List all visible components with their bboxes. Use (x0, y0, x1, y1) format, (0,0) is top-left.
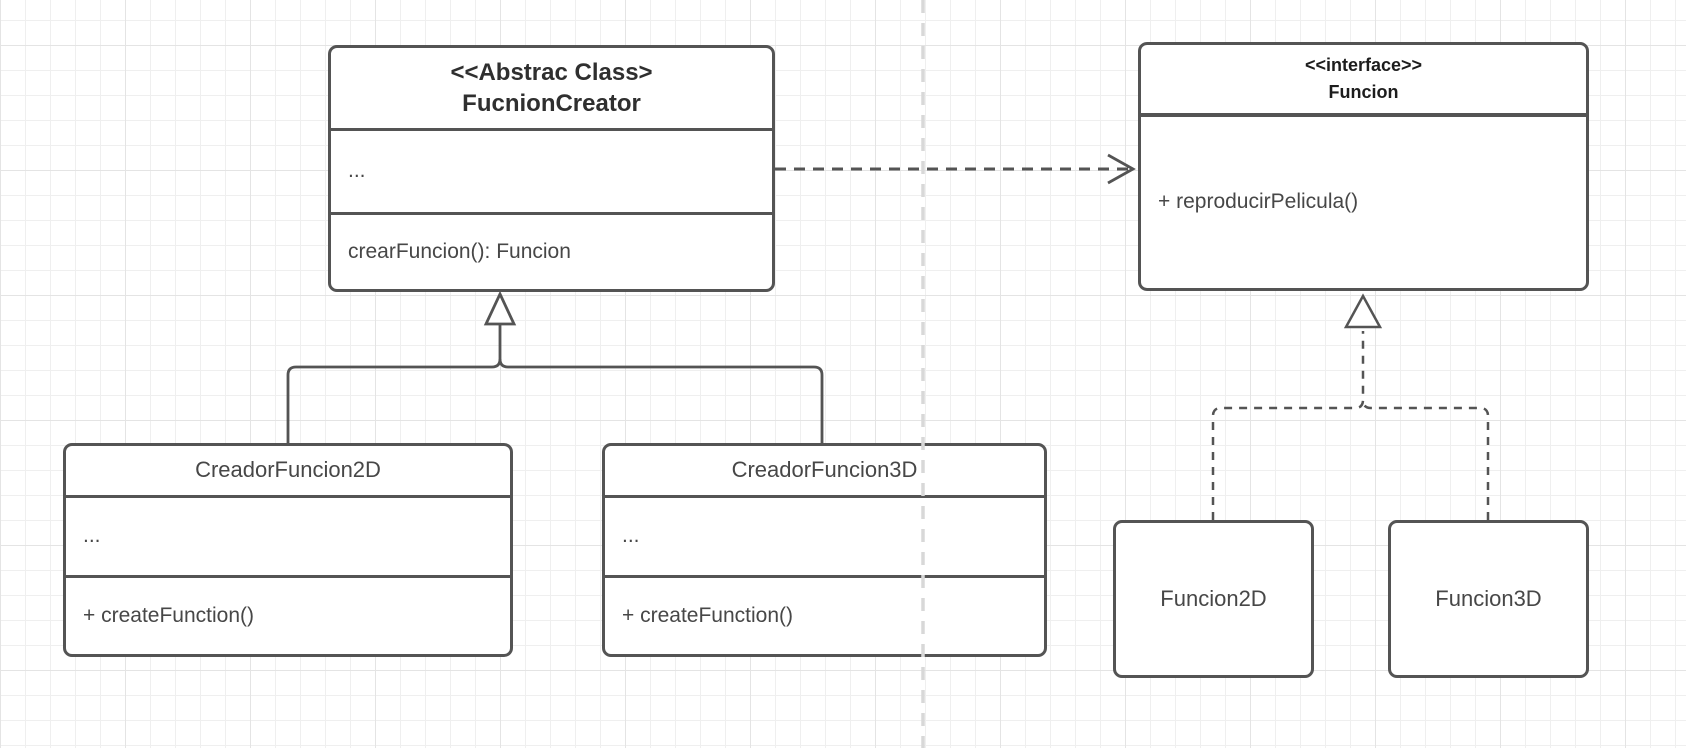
methods-text: crearFuncion(): Funcion (348, 239, 571, 263)
class-name: Funcion3D (1435, 586, 1542, 611)
hollow-triangle-arrowhead-icon (483, 290, 517, 326)
interface-methods-section: + reproducirPelicula() (1141, 112, 1586, 289)
hollow-triangle-arrowhead-icon (1343, 293, 1383, 329)
generalization-line (498, 358, 824, 443)
interface-node-funcion[interactable]: <<interface>> Funcion + reproducirPelicu… (1138, 42, 1589, 291)
class-title-section: CreadorFuncion2D (66, 446, 510, 495)
generalization-edge-creador2d-to-creator[interactable] (286, 325, 502, 443)
class-node-creadorfuncion2d[interactable]: CreadorFuncion2D ... + createFunction() (63, 443, 513, 657)
realization-line (1211, 331, 1365, 520)
class-node-creadorfuncion3d[interactable]: CreadorFuncion3D ... + createFunction() (602, 443, 1047, 657)
class-name: FucnionCreator (462, 89, 641, 117)
class-name: Funcion2D (1160, 586, 1267, 611)
class-attributes-section: ... (66, 494, 510, 575)
class-methods-section: + createFunction() (66, 574, 510, 655)
class-node-funcion2d[interactable]: Funcion2D (1113, 520, 1314, 678)
dependency-edge-creator-to-funcion[interactable] (775, 153, 1136, 185)
attributes-text: ... (622, 524, 640, 547)
class-attributes-section: ... (331, 127, 772, 212)
attributes-text: ... (83, 524, 101, 547)
class-title-section: <<Abstrac Class> FucnionCreator (331, 48, 772, 128)
class-methods-section: crearFuncion(): Funcion (331, 211, 772, 290)
methods-text: + createFunction() (622, 603, 793, 627)
class-attributes-section: ... (605, 494, 1044, 575)
realization-line (1361, 399, 1490, 520)
class-methods-section: + createFunction() (605, 574, 1044, 655)
realization-edge-funcion2d-to-funcion[interactable] (1211, 331, 1365, 520)
interface-stereotype: <<interface>> (1304, 54, 1423, 75)
methods-text: + reproducirPelicula() (1158, 190, 1359, 214)
interface-name: Funcion (1328, 81, 1399, 102)
class-title-section: CreadorFuncion3D (605, 446, 1044, 495)
methods-text: + createFunction() (83, 603, 254, 627)
generalization-line (286, 325, 502, 443)
class-node-fucnioncreator[interactable]: <<Abstrac Class> FucnionCreator ... crea… (328, 45, 775, 292)
generalization-edge-creador3d-to-creator[interactable] (498, 358, 824, 443)
class-node-funcion3d[interactable]: Funcion3D (1388, 520, 1589, 678)
realization-edge-funcion3d-to-funcion[interactable] (1361, 399, 1490, 520)
open-arrowhead-icon (1107, 153, 1136, 185)
interface-title-section: <<interface>> Funcion (1141, 45, 1586, 113)
class-stereotype: <<Abstrac Class> (450, 58, 653, 86)
attributes-text: ... (348, 159, 366, 182)
class-name: CreadorFuncion2D (195, 457, 381, 483)
class-name: CreadorFuncion3D (731, 457, 918, 483)
